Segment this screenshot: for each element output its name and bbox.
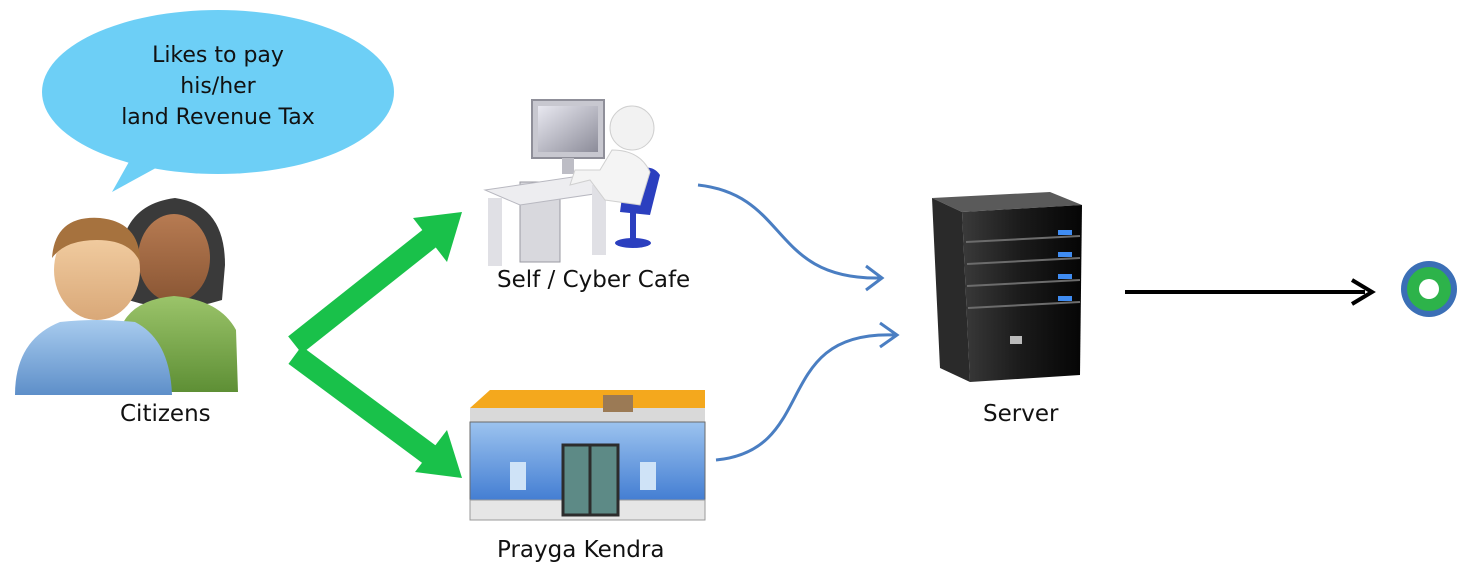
connector-kendra-to-server xyxy=(715,321,900,462)
server-label: Server xyxy=(983,401,1059,427)
speech-bubble xyxy=(42,10,394,192)
citizens-label: Citizens xyxy=(120,401,211,427)
ring-endpoint-icon xyxy=(1401,261,1457,317)
speech-bubble-line-1: Likes to pay xyxy=(152,43,284,68)
speech-bubble-line-3: land Revenue Tax xyxy=(121,105,315,130)
connector-cyber-cafe-to-server xyxy=(697,183,885,292)
citizens-people-icon xyxy=(15,198,238,395)
green-arrow-to-cyber-cafe xyxy=(288,212,462,354)
speech-bubble-text: Likes to pay his/her land Revenue Tax xyxy=(118,40,318,133)
self-cyber-cafe-label: Self / Cyber Cafe xyxy=(497,267,691,293)
prayga-kendra-label: Prayga Kendra xyxy=(497,537,665,563)
kendra-building-icon xyxy=(469,390,706,521)
speech-bubble-line-2: his/her xyxy=(180,74,256,99)
server-tower-icon xyxy=(932,192,1082,382)
green-arrow-to-kendra xyxy=(288,346,462,478)
black-arrow-to-endpoint xyxy=(1125,278,1376,306)
computer-user-icon xyxy=(483,99,660,266)
